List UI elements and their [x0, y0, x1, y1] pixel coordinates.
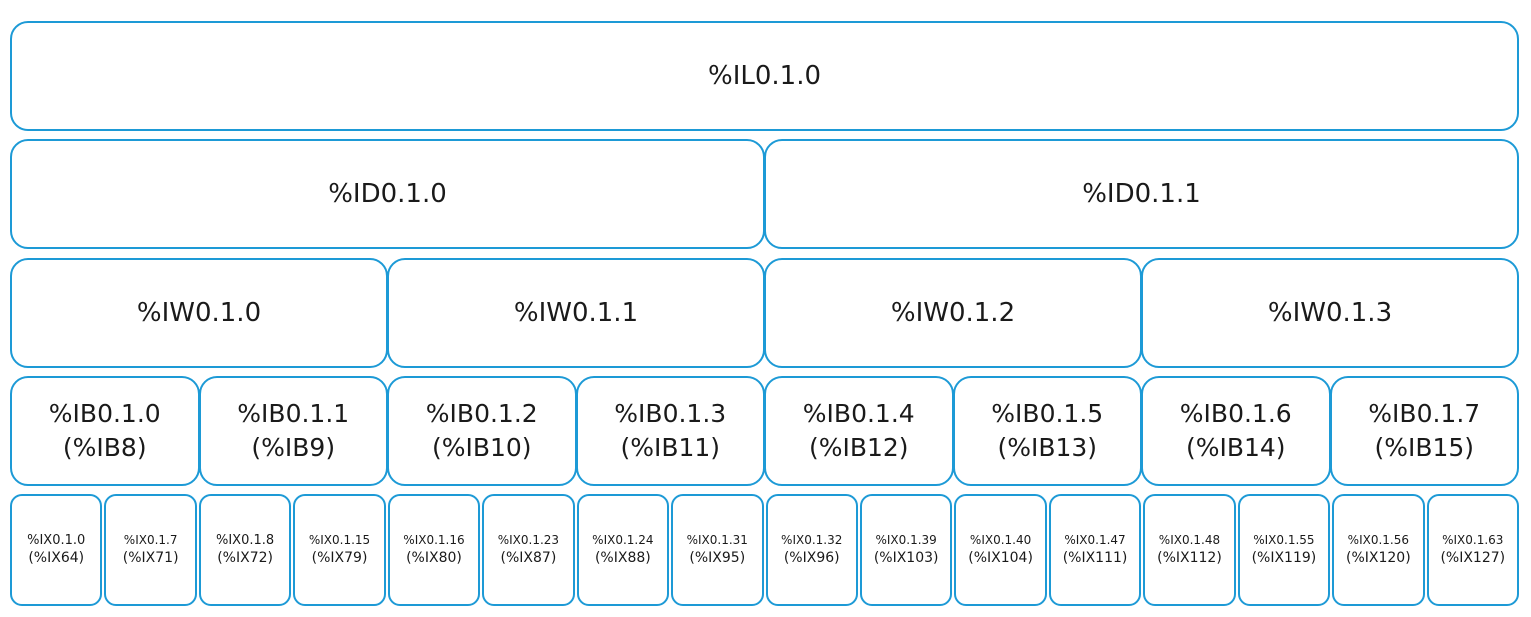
- dword-box: %ID0.1.1: [764, 139, 1519, 249]
- bit-alias: (%IX96): [783, 549, 840, 566]
- bit-box: %IX0.1.63(%IX127): [1426, 494, 1519, 606]
- bit-box: %IX0.1.8 (%IX72): [198, 494, 292, 606]
- bit-alias: (%IX64): [28, 550, 85, 567]
- bit-box: %IX0.1.24(%IX88): [576, 494, 670, 606]
- byte-alias: (%IB14): [1185, 433, 1286, 462]
- bit-label: %IX0.1.23: [497, 533, 560, 548]
- word-label: %IW0.1.2: [890, 298, 1016, 328]
- bit-label: %IX0.1.32: [781, 533, 843, 548]
- bit-alias: (%IX71): [122, 549, 179, 566]
- bit-box: %IX0.1.40(%IX104): [954, 494, 1047, 606]
- byte-box: %IB0.1.0 (%IB8): [10, 376, 200, 486]
- bit-label: %IX0.1.15: [308, 533, 371, 548]
- word-box: %IW0.1.0: [10, 258, 388, 368]
- byte-row: %IB0.1.0 (%IB8) %IB0.1.1 (%IB9) %IB0.1.2 (%…: [10, 376, 1519, 486]
- bit-label: %IX0.1.40: [969, 533, 1032, 548]
- byte-alias: (%IB9): [251, 433, 336, 462]
- word-box: %IW0.1.3: [1141, 258, 1519, 368]
- bit-alias: (%IX87): [500, 549, 557, 566]
- word-label: %IW0.1.1: [513, 298, 639, 328]
- byte-label: %IB0.1.3: [614, 399, 727, 429]
- bit-box: %IX0.1.7(%IX71): [104, 494, 197, 606]
- bit-alias: (%IX104): [968, 549, 1033, 566]
- byte-label: %IB0.1.5: [991, 399, 1104, 429]
- byte-box: %IB0.1.7 (%IB15): [1329, 376, 1519, 486]
- bit-alias: (%IX103): [873, 549, 939, 566]
- bit-alias: (%IX111): [1062, 549, 1128, 566]
- bit-alias: (%IX119): [1251, 549, 1317, 566]
- byte-label: %IB0.1.0: [48, 399, 161, 429]
- byte-box: %IB0.1.2 (%IB10): [387, 376, 577, 486]
- dword-label: %ID0.1.1: [1082, 179, 1201, 209]
- byte-alias: (%IB8): [62, 433, 147, 462]
- bit-label: %IX0.1.55: [1253, 533, 1315, 548]
- byte-label: %IB0.1.6: [1179, 399, 1292, 429]
- bit-alias: (%IX120): [1346, 549, 1411, 566]
- byte-alias: (%IB10): [431, 433, 532, 462]
- bit-label: %IX0.1.47: [1064, 533, 1126, 548]
- dword-row: %ID0.1.0 %ID0.1.1: [10, 139, 1519, 249]
- bit-alias: (%IX80): [406, 549, 462, 566]
- byte-label: %IB0.1.2: [425, 399, 538, 429]
- bit-box: %IX0.1.39(%IX103): [859, 494, 953, 606]
- byte-label: %IB0.1.1: [237, 399, 350, 429]
- bit-label: %IX0.1.8: [216, 532, 275, 548]
- byte-alias: (%IB12): [808, 433, 909, 462]
- bit-box: %IX0.1.32(%IX96): [765, 494, 858, 606]
- bit-box: %IX0.1.16(%IX80): [387, 494, 481, 606]
- bit-row: %IX0.1.0 (%IX64) %IX0.1.7(%IX71) %IX0.1.8…: [10, 494, 1519, 606]
- byte-box: %IB0.1.1 (%IB9): [198, 376, 388, 486]
- word-box: %IW0.1.2: [764, 258, 1142, 368]
- byte-label: %IB0.1.4: [802, 399, 915, 429]
- bit-label: %IX0.1.16: [403, 533, 465, 548]
- byte-alias: (%IB13): [997, 433, 1098, 462]
- bit-label: %IX0.1.0: [27, 532, 86, 548]
- byte-alias: (%IB11): [620, 433, 721, 462]
- word-label: %IW0.1.0: [136, 298, 262, 328]
- byte-box: %IB0.1.6 (%IB14): [1141, 376, 1331, 486]
- bit-box: %IX0.1.55(%IX119): [1237, 494, 1331, 606]
- bit-alias: (%IX72): [217, 550, 273, 567]
- bit-alias: (%IX112): [1157, 549, 1222, 566]
- bit-box: %IX0.1.15(%IX79): [293, 494, 386, 606]
- bit-box: %IX0.1.48(%IX112): [1143, 494, 1236, 606]
- bit-box: %IX0.1.56(%IX120): [1332, 494, 1425, 606]
- bit-label: %IX0.1.7: [123, 533, 178, 548]
- bit-alias: (%IX127): [1440, 549, 1506, 566]
- byte-box: %IB0.1.3 (%IB11): [575, 376, 765, 486]
- lword-box: %IL0.1.0: [10, 21, 1519, 131]
- byte-box: %IB0.1.4 (%IB12): [764, 376, 954, 486]
- lword-row: %IL0.1.0: [10, 21, 1519, 131]
- bit-label: %IX0.1.48: [1158, 533, 1221, 548]
- bit-label: %IX0.1.56: [1347, 533, 1410, 548]
- byte-alias: (%IB15): [1374, 433, 1475, 462]
- bit-label: %IX0.1.63: [1442, 533, 1504, 548]
- bit-alias: (%IX95): [689, 549, 746, 566]
- dword-box: %ID0.1.0: [10, 139, 765, 249]
- bit-box: %IX0.1.0 (%IX64): [10, 494, 103, 606]
- lword-label: %IL0.1.0: [707, 61, 821, 91]
- byte-label: %IB0.1.7: [1368, 399, 1481, 429]
- bit-box: %IX0.1.31(%IX95): [671, 494, 764, 606]
- dword-label: %ID0.1.0: [328, 179, 447, 209]
- bit-alias: (%IX79): [311, 549, 368, 566]
- bit-label: %IX0.1.24: [592, 533, 654, 548]
- word-box: %IW0.1.1: [387, 258, 765, 368]
- bit-label: %IX0.1.31: [686, 533, 748, 548]
- bit-box: %IX0.1.23(%IX87): [482, 494, 575, 606]
- word-label: %IW0.1.3: [1267, 298, 1393, 328]
- bit-alias: (%IX88): [594, 549, 651, 566]
- byte-box: %IB0.1.5 (%IB13): [952, 376, 1142, 486]
- bit-label: %IX0.1.39: [875, 533, 937, 548]
- word-row: %IW0.1.0 %IW0.1.1 %IW0.1.2 %IW0.1.3: [10, 258, 1519, 368]
- bit-box: %IX0.1.47(%IX111): [1048, 494, 1142, 606]
